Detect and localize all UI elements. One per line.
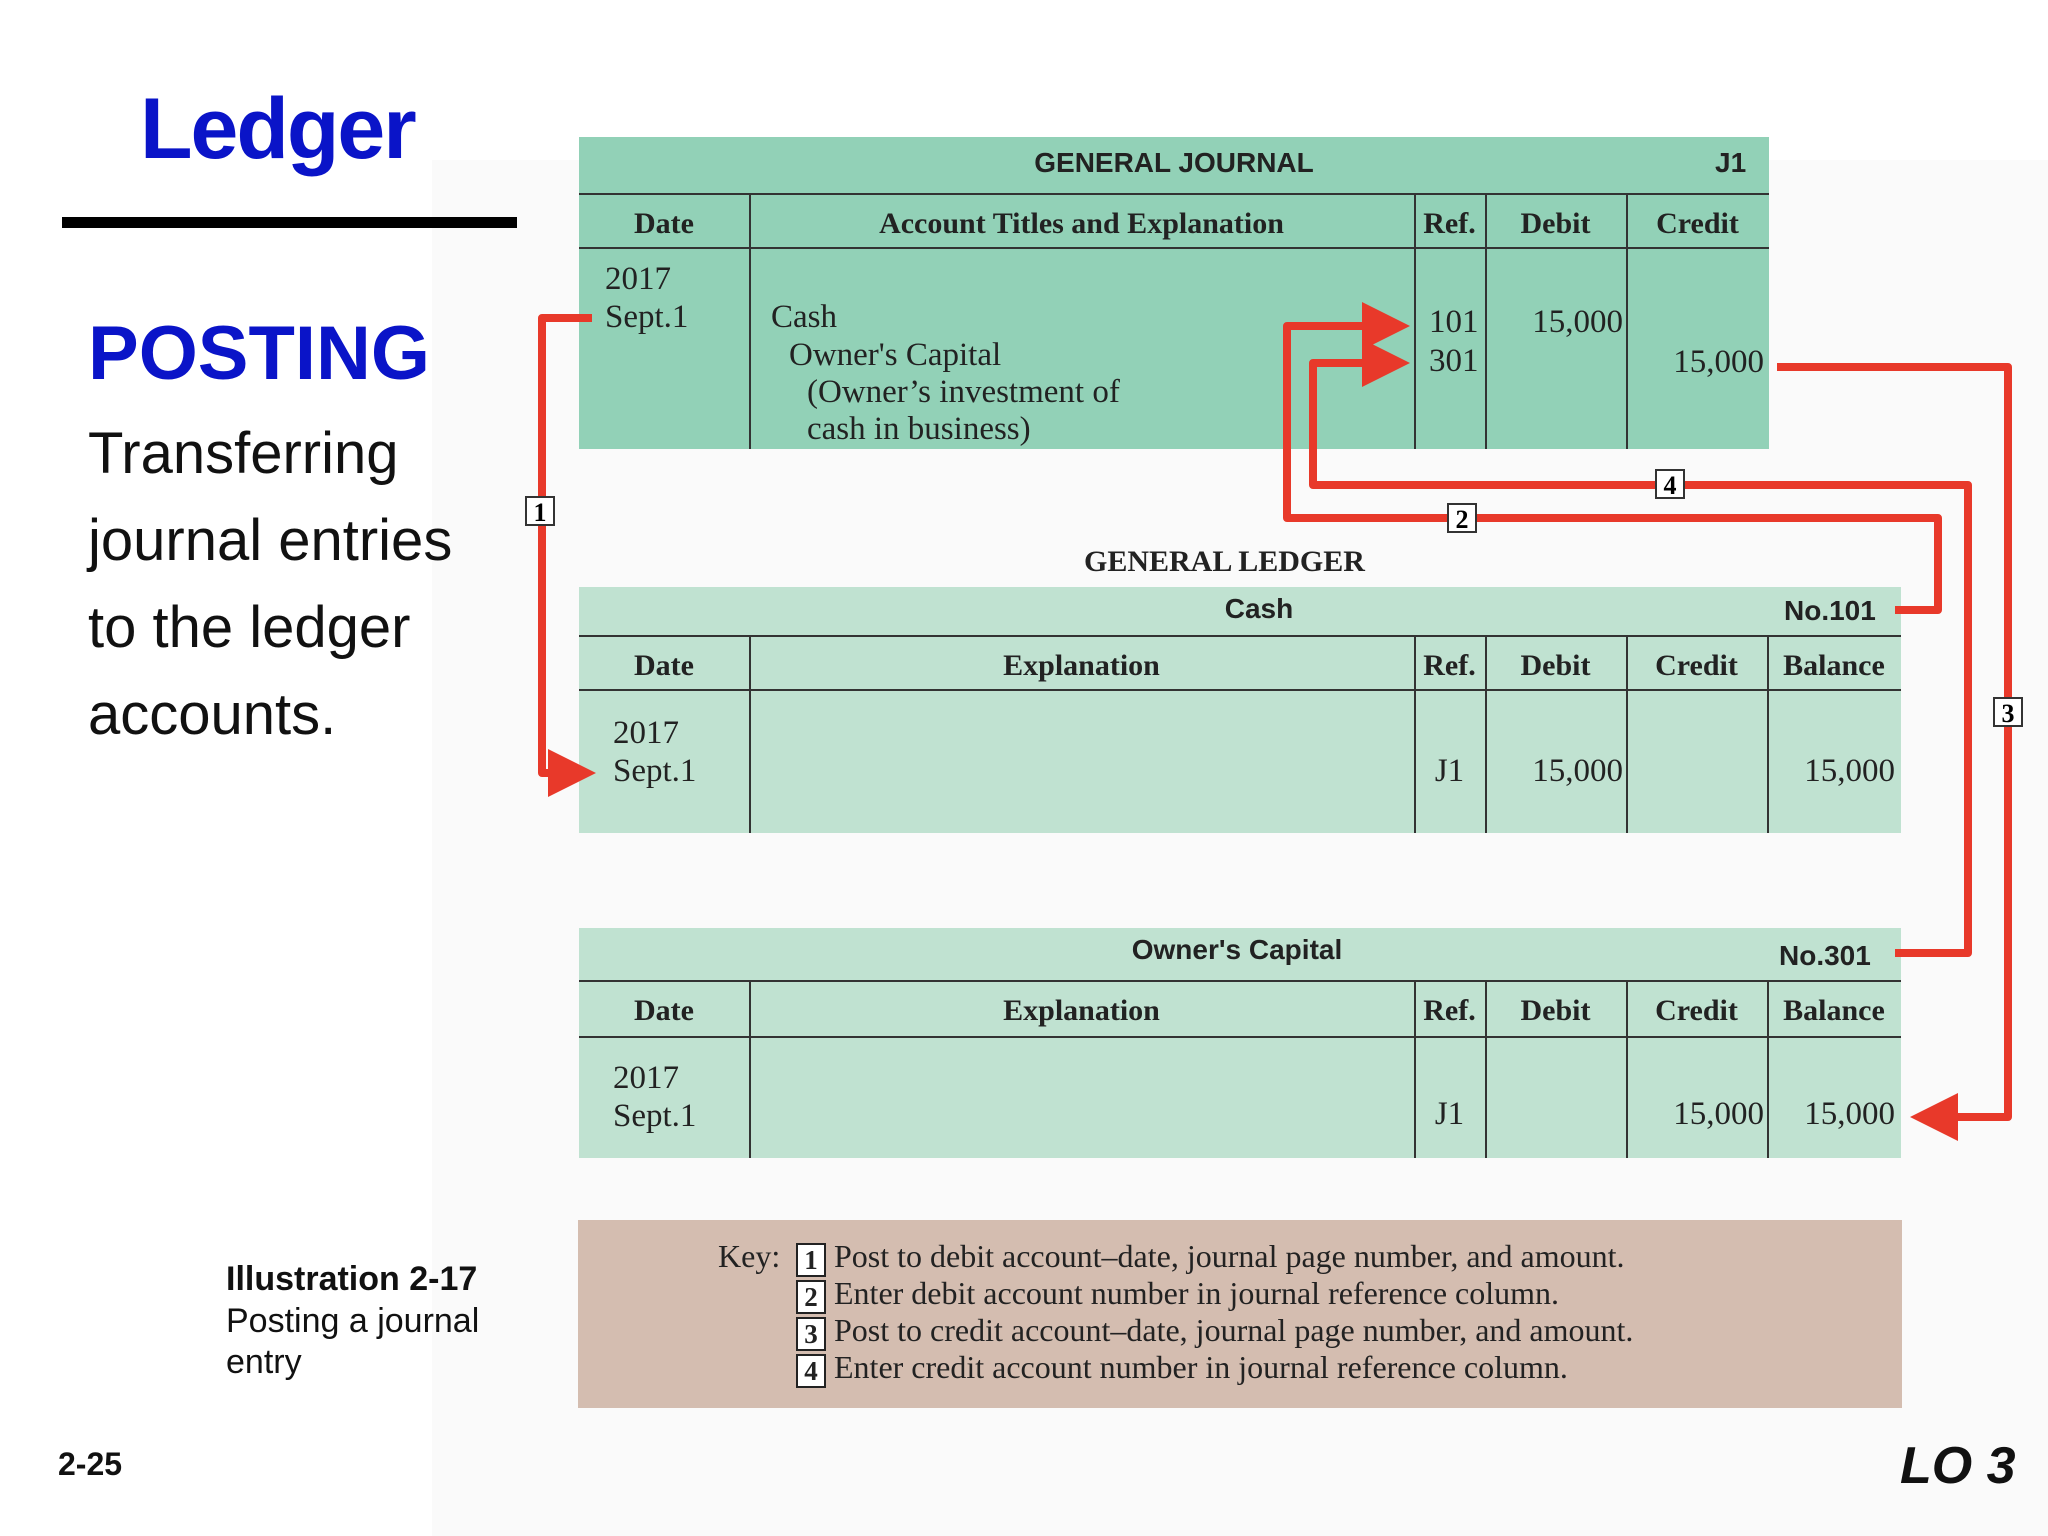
journal-date-day: Sept.1: [605, 299, 689, 335]
title-underline: [62, 217, 517, 228]
section-heading: POSTING: [88, 311, 431, 396]
header-credit: Credit: [1656, 207, 1739, 240]
ledger-date-year: 2017: [613, 715, 679, 751]
journal-line: Owner's Capital: [789, 337, 1002, 373]
description-line: accounts.: [88, 682, 337, 747]
journal-title: GENERAL JOURNAL: [1034, 147, 1314, 178]
step-marker-2: 2: [1447, 503, 1477, 534]
journal-line: (Owner’s investment of: [807, 374, 1120, 410]
slide-title: Ledger: [140, 81, 417, 177]
arrow-2: [1283, 302, 1942, 614]
header-explanation: Explanation: [1003, 994, 1160, 1027]
header-debit: Debit: [1520, 994, 1591, 1027]
ledger-date-year: 2017: [613, 1060, 679, 1096]
key-item-text: Enter credit account number in journal r…: [834, 1349, 1568, 1385]
illustration-label: Illustration 2-17: [226, 1260, 478, 1298]
key-item-text: Post to debit account–date, journal page…: [834, 1238, 1625, 1274]
header-debit: Debit: [1520, 207, 1591, 240]
learning-objective: LO 3: [1900, 1437, 2016, 1495]
header-ref: Ref.: [1423, 649, 1476, 682]
header-ref: Ref.: [1423, 207, 1476, 240]
header-debit: Debit: [1520, 649, 1591, 682]
description-line: Transferring: [88, 421, 399, 486]
header-ref: Ref.: [1423, 994, 1476, 1027]
journal-ref-credit: 301: [1429, 343, 1479, 379]
arrow-4: [1309, 339, 1972, 957]
key-number-box: 4: [796, 1353, 826, 1388]
slide-number: 2-25: [58, 1446, 123, 1482]
journal-line: cash in business): [807, 411, 1031, 447]
journal-debit-amount: 15,000: [1532, 304, 1623, 340]
key-number-box: 1: [796, 1242, 826, 1277]
ledger-balance: 15,000: [1804, 1096, 1895, 1132]
step-marker-1: 1: [525, 496, 555, 527]
description-line: to the ledger: [88, 595, 411, 660]
header-date: Date: [634, 994, 694, 1027]
header-credit: Credit: [1655, 994, 1738, 1027]
key-number-box: 2: [796, 1279, 826, 1314]
ledger-ref: J1: [1434, 1096, 1465, 1132]
journal-page: J1: [1715, 147, 1747, 178]
ledger-balance: 15,000: [1804, 753, 1895, 789]
key-number-box: 3: [796, 1316, 826, 1351]
account-number: No.101: [1784, 595, 1876, 626]
ledger-cash: Cash No.101 Date Explanation Ref. Debit …: [579, 587, 1901, 833]
ledger-debit-amount: 15,000: [1532, 753, 1623, 789]
account-name: Owner's Capital: [1131, 934, 1343, 965]
description-line: journal entries: [88, 508, 453, 573]
key-item-text: Enter debit account number in journal re…: [834, 1275, 1560, 1311]
step-marker-3: 3: [1993, 697, 2023, 728]
journal-ref-debit: 101: [1429, 304, 1479, 340]
ledger-owners-capital: Owner's Capital No.301 Date Explanation …: [579, 928, 1901, 1158]
header-account-titles: Account Titles and Explanation: [879, 207, 1284, 240]
journal-date-year: 2017: [605, 261, 671, 297]
journal-credit-amount: 15,000: [1673, 344, 1764, 380]
journal-line: Cash: [771, 299, 837, 335]
ledger-date-day: Sept.1: [613, 1098, 697, 1134]
header-balance: Balance: [1783, 649, 1885, 682]
arrow-1: [538, 314, 596, 797]
header-balance: Balance: [1783, 994, 1885, 1027]
general-journal: GENERAL JOURNAL J1 Date Account Titles a…: [579, 137, 1769, 449]
account-number: No.301: [1779, 940, 1871, 971]
arrow-3: [1777, 363, 2012, 1141]
header-date: Date: [634, 207, 694, 240]
ledger-credit-amount: 15,000: [1673, 1096, 1764, 1132]
header-explanation: Explanation: [1003, 649, 1160, 682]
account-name: Cash: [1224, 593, 1294, 624]
ledger-ref: J1: [1434, 753, 1465, 789]
ledger-date-day: Sept.1: [613, 753, 697, 789]
header-date: Date: [634, 649, 694, 682]
general-ledger-title: GENERAL LEDGER: [1084, 545, 1365, 578]
header-credit: Credit: [1655, 649, 1738, 682]
key-item-text: Post to credit account–date, journal pag…: [834, 1312, 1634, 1348]
illustration-caption: Posting a journal: [226, 1302, 480, 1340]
step-marker-4: 4: [1655, 469, 1685, 500]
key-label: Key:: [718, 1238, 781, 1274]
illustration-caption: entry: [226, 1343, 302, 1381]
